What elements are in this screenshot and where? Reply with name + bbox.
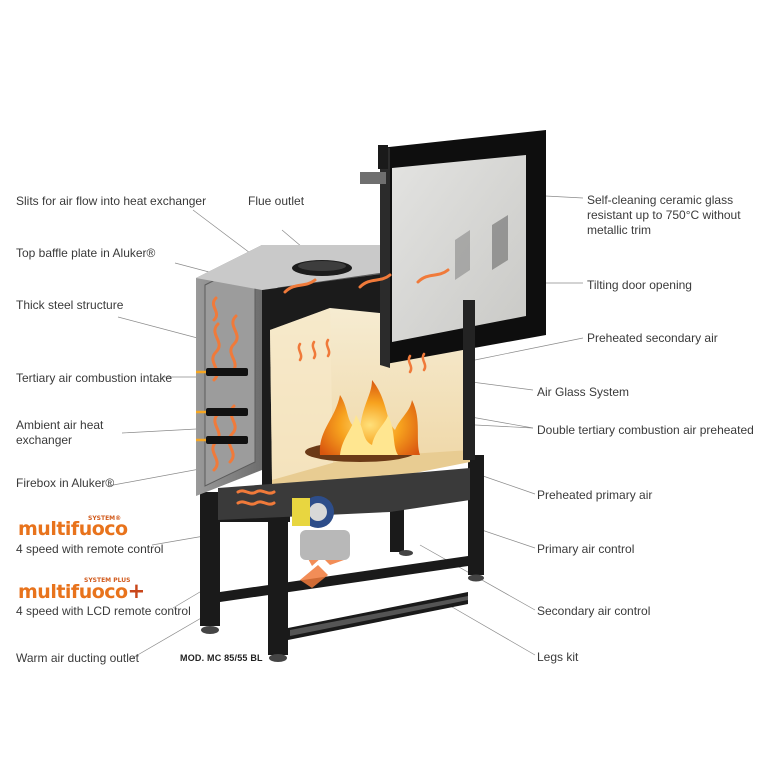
label-slits: Slits for air flow into heat exchanger <box>16 194 207 208</box>
right-frame-post <box>463 300 475 460</box>
multifuoco-plus-logo-superscript: SYSTEM PLUS <box>84 577 131 584</box>
multifuoco-plus-logo: multifuoco+ SYSTEM PLUS <box>18 577 146 603</box>
label-secondary-preheated: Preheated secondary air <box>587 331 718 345</box>
multifuoco-logo-name: multifuoco <box>18 518 128 540</box>
leader-legs <box>439 599 536 656</box>
label-primary-control: Primary air control <box>537 542 635 556</box>
label-glass: Self-cleaning ceramic glass resistant up… <box>587 193 741 237</box>
label-primary-preheated: Preheated primary air <box>537 488 653 502</box>
primary-air-chamber <box>218 468 470 520</box>
label-tilting: Tilting door opening <box>587 278 692 292</box>
label-air-glass: Air Glass System <box>537 385 630 399</box>
label-baffle: Top baffle plate in Aluker® <box>16 246 156 260</box>
leader-secondary-preheated <box>474 337 584 361</box>
label-tertiary: Tertiary air combustion intake <box>16 371 173 385</box>
label-multifuoco-plus: 4 speed with LCD remote control <box>16 604 191 618</box>
label-secondary-control: Secondary air control <box>537 604 651 618</box>
label-ambient: Ambient air heat exchanger <box>16 418 104 447</box>
label-double-tertiary: Double tertiary combustion air preheated <box>537 423 754 437</box>
warm-air-outlet <box>300 530 350 560</box>
flame-group <box>305 380 420 462</box>
multifuoco-logo: multifuoco SYSTEM® <box>18 515 128 540</box>
multifuoco-logo-superscript: SYSTEM® <box>88 515 122 522</box>
tertiary-air-arrows <box>196 370 206 442</box>
preheated-secondary-air-waves <box>297 338 427 374</box>
label-multifuoco: 4 speed with remote control <box>16 542 164 556</box>
tilting-door <box>360 130 546 368</box>
label-firebox: Firebox in Aluker® <box>16 476 115 490</box>
label-legs: Legs kit <box>537 650 579 664</box>
label-steel: Thick steel structure <box>16 298 124 312</box>
leader-primary-preheated <box>482 475 536 495</box>
label-flue: Flue outlet <box>248 194 305 208</box>
multifuoco-plus-sign: + <box>127 579 146 603</box>
label-warm-air: Warm air ducting outlet <box>16 651 139 665</box>
primary-air-waves <box>236 489 276 506</box>
multifuoco-plus-logo-name: multifuoco <box>18 581 128 603</box>
legs-slider-bar <box>290 596 468 636</box>
tertiary-air-intakes <box>206 368 248 444</box>
leader-steel <box>117 316 206 341</box>
model-label: MOD. MC 85/55 BL <box>180 653 263 663</box>
top-heat-flow-arrows <box>283 268 450 294</box>
multifuoco-fan <box>292 496 334 528</box>
